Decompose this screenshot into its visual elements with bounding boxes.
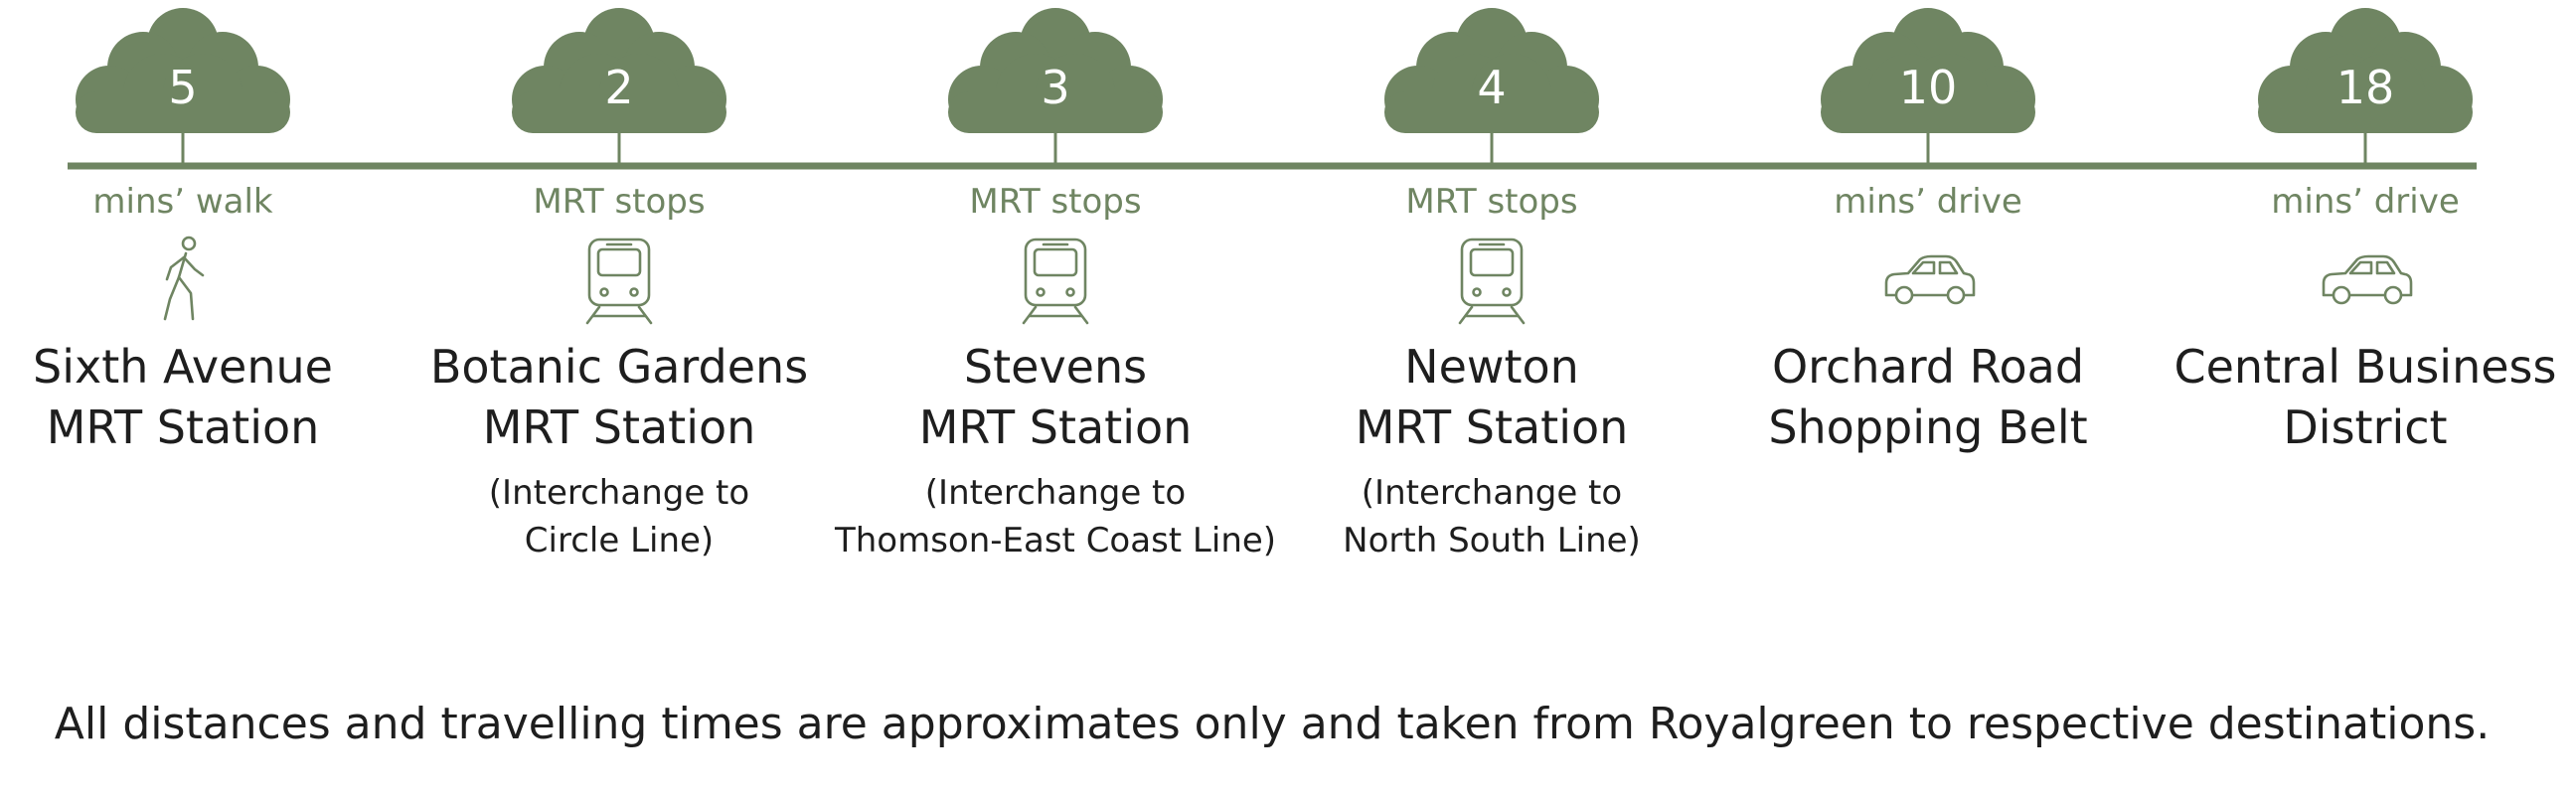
stop-value: 10 [1899, 61, 1958, 114]
stop-title-line: Sixth Avenue [33, 340, 333, 394]
stop-note-line: (Interchange to [489, 473, 749, 513]
stop-unit: MRT stops [969, 182, 1141, 222]
stop-value: 18 [2336, 61, 2395, 114]
train-icon [1458, 238, 1526, 325]
stop-title-line: MRT Station [919, 400, 1193, 454]
car-icon [1884, 254, 1976, 305]
train-icon [585, 238, 653, 325]
stop-title-line: MRT Station [1356, 400, 1629, 454]
stop-value: 5 [168, 61, 197, 114]
stop-title-line: Central Business [2174, 340, 2557, 394]
stop-value: 4 [1477, 61, 1506, 114]
stop-title-line: Newton [1404, 340, 1579, 394]
stop-title-line: MRT Station [47, 400, 320, 454]
stop-value: 3 [1041, 61, 1069, 114]
stop-unit: mins’ walk [92, 182, 273, 222]
stop-title-line: MRT Station [483, 400, 756, 454]
stop-unit: mins’ drive [1834, 182, 2022, 222]
car-icon [2322, 254, 2413, 305]
stop-note-line: (Interchange to [1362, 473, 1622, 513]
disclaimer-text: All distances and travelling times are a… [55, 699, 2490, 749]
stop-note-line: Circle Line) [525, 521, 714, 560]
stop-title-line: Stevens [964, 340, 1147, 394]
stop-unit: MRT stops [533, 182, 705, 222]
stop-unit: mins’ drive [2271, 182, 2460, 222]
train-icon [1022, 238, 1089, 325]
stop-unit: MRT stops [1405, 182, 1577, 222]
stop-title-line: Orchard Road [1772, 340, 2084, 394]
stop-title-line: District [2283, 400, 2447, 454]
stop-title-line: Shopping Belt [1768, 400, 2087, 454]
stop-note-line: (Interchange to [925, 473, 1186, 513]
walking-person-icon [163, 236, 205, 321]
stop-note-line: North South Line) [1343, 521, 1641, 560]
stop-note-line: Thomson-East Coast Line) [834, 521, 1276, 560]
stop-value: 2 [604, 61, 633, 114]
stop-title-line: Botanic Gardens [430, 340, 808, 394]
